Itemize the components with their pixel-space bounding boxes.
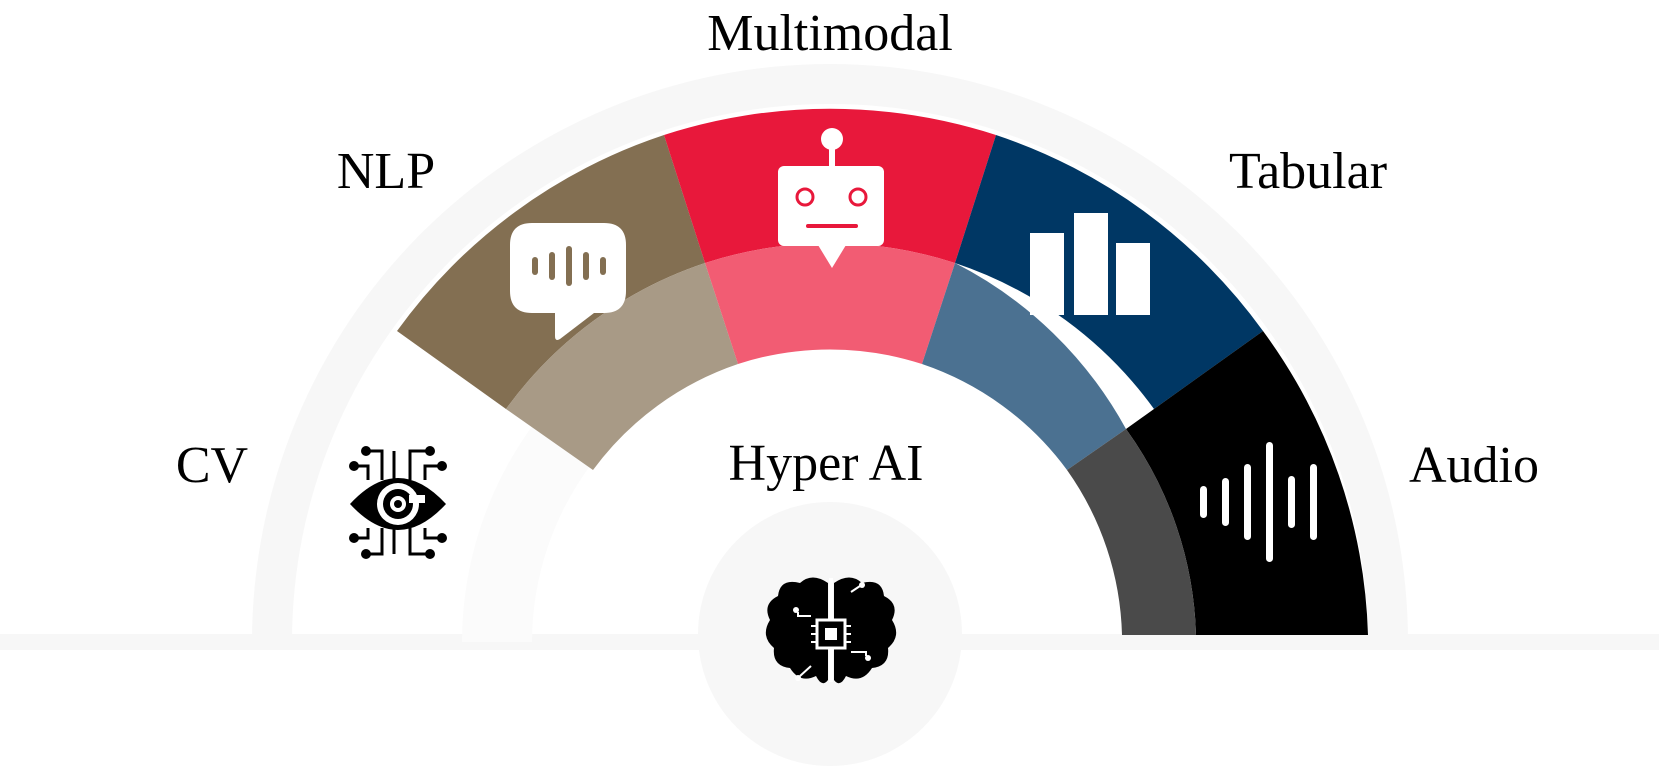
label-hyper-ai: Hyper AI — [729, 435, 924, 492]
tabular-wedge — [955, 135, 1263, 409]
cv-inner-band — [462, 421, 593, 642]
label-multimodal: Multimodal — [707, 5, 953, 62]
eye-circuit-icon — [349, 446, 447, 559]
label-cv: CV — [176, 437, 248, 494]
speech-bubble-icon — [510, 223, 626, 340]
brain-chip-icon — [765, 577, 897, 684]
sound-wave-icon — [1200, 442, 1317, 562]
multimodal-inner-band — [705, 243, 955, 364]
audio-inner-band — [1067, 429, 1196, 635]
robot-icon — [778, 128, 884, 268]
bar-chart-icon — [1030, 213, 1150, 315]
tabular-inner-band — [922, 263, 1126, 470]
label-tabular: Tabular — [1229, 143, 1387, 200]
nlp-inner-band — [506, 263, 738, 470]
label-audio: Audio — [1409, 437, 1539, 494]
label-nlp: NLP — [337, 143, 435, 200]
